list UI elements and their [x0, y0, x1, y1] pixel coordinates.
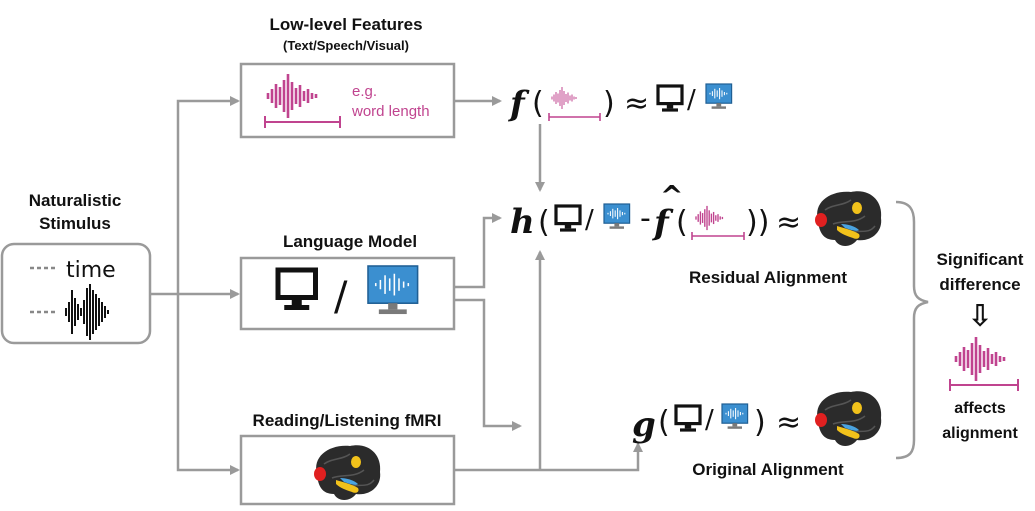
g-symbol: g	[632, 405, 656, 445]
h-approx: ≈	[776, 205, 801, 240]
f-approx: ≈	[624, 86, 649, 121]
h-minus: -	[640, 201, 651, 236]
f-slash: /	[687, 85, 696, 115]
word-length-bracket	[264, 116, 341, 128]
original-alignment-label: Original Alignment	[692, 460, 844, 479]
f-speech-monitor-icon	[705, 83, 733, 110]
h-open-paren: (	[538, 205, 550, 240]
arrow-model-to-g	[454, 298, 522, 431]
feature-example-value: word length	[351, 103, 430, 120]
f-word-length-bracket	[548, 113, 601, 121]
stimulus-title-line2: Stimulus	[39, 214, 111, 233]
g-open-paren: (	[658, 405, 670, 440]
h-word-length-bracket	[691, 232, 745, 240]
arrow-to-features	[176, 96, 240, 294]
arrow-to-fmri	[176, 294, 240, 475]
g-approx: ≈	[776, 405, 801, 440]
g-monitor-icon	[674, 404, 702, 434]
arrow-model-to-h	[454, 213, 502, 289]
f-monitor-icon	[656, 84, 684, 114]
comparison-brace	[895, 200, 929, 460]
time-label: time	[66, 258, 116, 283]
conclusion-bracket	[949, 379, 1019, 391]
feature-example-label: e.g.	[352, 83, 377, 100]
language-model-box	[239, 256, 456, 331]
g-slash: /	[705, 405, 714, 435]
down-arrow-icon: ⇩	[967, 299, 992, 334]
f-symbol: f	[508, 84, 530, 124]
g-close-paren: )	[754, 405, 766, 440]
conclusion-waveform-icon	[954, 335, 1006, 383]
speech-model-monitor-icon	[367, 265, 419, 315]
fmri-title: Reading/Listening fMRI	[253, 411, 442, 430]
f-open-paren: (	[532, 86, 544, 121]
conclusion-line4: alignment	[942, 425, 1018, 442]
f-waveform-icon	[551, 86, 577, 110]
residual-brain-icon	[814, 190, 882, 247]
h-symbol: h	[510, 202, 535, 242]
conclusion-line3: affects	[954, 400, 1006, 417]
original-brain-icon	[814, 390, 882, 447]
h-waveform-icon	[695, 205, 724, 231]
features-subtitle: (Text/Speech/Visual)	[283, 38, 409, 53]
audio-waveform-icon	[65, 284, 109, 340]
text-model-monitor-icon	[275, 267, 318, 310]
residual-alignment-label: Residual Alignment	[689, 268, 847, 287]
h-close-parens: ))	[746, 205, 769, 240]
conclusion-line2: difference	[939, 275, 1020, 294]
f-close-paren: )	[603, 86, 615, 121]
stimulus-title-line1: Naturalistic	[29, 191, 122, 210]
language-model-title: Language Model	[283, 232, 417, 251]
h-slash: /	[585, 205, 594, 235]
h-speech-monitor-icon	[603, 203, 631, 230]
f-hat-symbol: f	[652, 203, 674, 243]
arrow-fmri-to-g	[454, 442, 643, 472]
h-monitor-icon	[554, 204, 582, 234]
f-hat-accent: ^	[660, 179, 683, 212]
model-separator: /	[334, 274, 348, 320]
f-hat-open-paren: (	[676, 205, 688, 240]
conclusion-line1: Significant	[937, 250, 1024, 269]
features-title: Low-level Features	[269, 15, 422, 34]
g-speech-monitor-icon	[721, 403, 749, 430]
